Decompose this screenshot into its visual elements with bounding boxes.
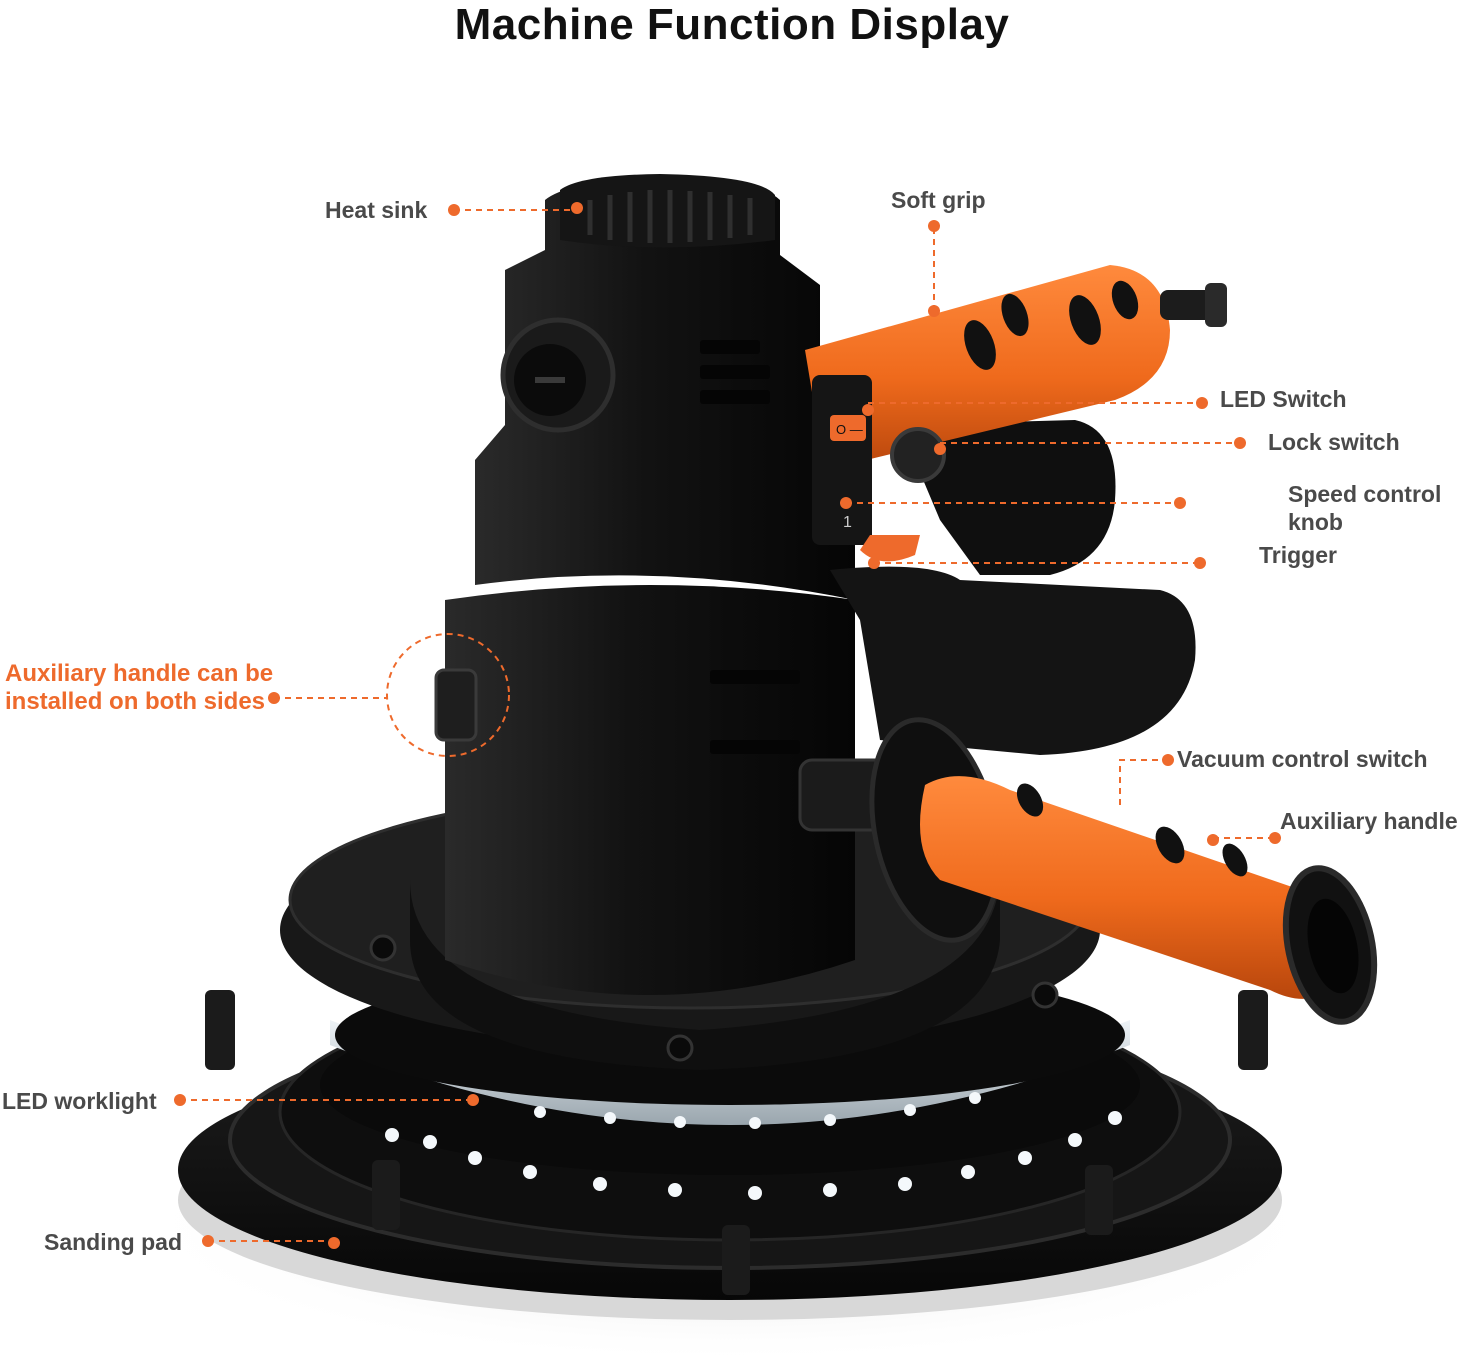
dot-vacuum-label (1162, 754, 1174, 766)
label-speed-control-line2: knob (1288, 509, 1343, 535)
dot-aux-handle-target (1207, 834, 1219, 846)
label-aux-both-sides-line1: Auxiliary handle can be (5, 660, 274, 687)
diagram-title: Machine Function Display (454, 0, 1010, 49)
rear-handle (830, 420, 1196, 755)
aux-both-sides-ring (386, 633, 510, 757)
dot-heat-sink-label (448, 204, 460, 216)
dot-speed-label (1174, 497, 1186, 509)
dot-soft-grip-target (928, 305, 940, 317)
dot-lock-switch-target (934, 443, 946, 455)
dot-sanding-pad-target (328, 1237, 340, 1249)
dot-trigger-target (868, 557, 880, 569)
label-trigger: Trigger (1259, 542, 1337, 568)
dot-trigger-label (1194, 557, 1206, 569)
vent-slots (700, 340, 800, 754)
label-led-worklight: LED worklight (2, 1088, 157, 1114)
dot-sanding-pad-label (202, 1235, 214, 1247)
label-sanding-pad: Sanding pad (44, 1229, 182, 1255)
label-led-switch: LED Switch (1220, 386, 1347, 412)
dot-led-worklight-target (467, 1094, 479, 1106)
dot-led-switch-target (862, 404, 874, 416)
dot-speed-target (840, 497, 852, 509)
dot-lock-switch-label (1234, 437, 1246, 449)
motor-body (434, 174, 855, 995)
label-heat-sink: Heat sink (325, 197, 428, 223)
speed-mark: 1 (843, 514, 852, 531)
led-dots (385, 1092, 1122, 1200)
leader-vacuum (1119, 759, 1168, 805)
heat-sink-fins (587, 190, 753, 243)
label-aux-both-sides-line2: installed on both sides (5, 688, 266, 715)
dot-aux-handle-label (1269, 832, 1281, 844)
soft-grip-handle (805, 265, 1227, 470)
label-auxiliary-handle: Auxiliary handle (1280, 808, 1458, 834)
dot-led-worklight-label (174, 1094, 186, 1106)
dot-aux-both-sides-label (268, 692, 280, 704)
callout-dots (174, 202, 1281, 1249)
label-lock-switch: Lock switch (1268, 429, 1400, 455)
label-speed-control-line1: Speed control (1288, 481, 1442, 507)
dot-soft-grip-label (928, 220, 940, 232)
auxiliary-handle-graphic (798, 717, 1378, 1025)
dot-led-switch-label (1196, 397, 1208, 409)
label-vacuum-control: Vacuum control switch (1177, 746, 1428, 772)
led-switch-mark: O — (836, 422, 863, 437)
label-soft-grip: Soft grip (891, 187, 986, 213)
callout-leaders (180, 209, 1275, 1242)
dot-heat-sink-target (571, 202, 583, 214)
